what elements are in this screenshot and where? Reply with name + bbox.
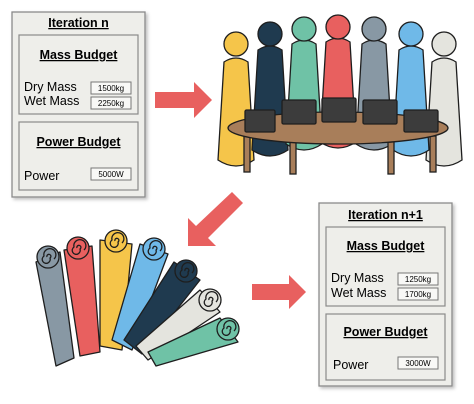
power-value-box-n1: [397, 356, 439, 370]
iteration-n1-power-budget: Power Budget Power 3000W: [325, 313, 446, 381]
power-value-box: [90, 167, 132, 181]
iteration-n-title: Iteration n: [48, 16, 108, 30]
power-budget-title-n1: Power Budget: [343, 325, 428, 339]
dry-mass-value-box-n1: [397, 272, 439, 286]
iteration-n1-panel: Iteration n+1 Mass Budget Dry Mass 1250k…: [318, 202, 453, 387]
power-budget-title: Power Budget: [36, 135, 121, 149]
laptop-4: [362, 99, 398, 125]
mass-budget-title-n1: Mass Budget: [347, 239, 426, 253]
arrows: [155, 82, 306, 309]
iteration-n1-mass-budget: Mass Budget Dry Mass 1250kg Wet Mass 170…: [325, 226, 446, 307]
arrow-right-bottom: [252, 275, 306, 309]
mass-budget-title: Mass Budget: [40, 48, 119, 62]
banner-gray: [35, 245, 75, 367]
wet-mass-value: 2250kg: [98, 99, 124, 108]
laptop-1: [244, 109, 276, 133]
wet-mass-value-box: [90, 96, 132, 110]
wet-mass-label: Wet Mass: [24, 94, 79, 108]
wet-mass-label-n1: Wet Mass: [331, 286, 386, 300]
banner-blue: [111, 237, 169, 351]
dry-mass-value: 1500kg: [98, 84, 124, 93]
banner-red: [63, 236, 101, 357]
banner-white: [135, 288, 222, 361]
laptop-3: [321, 97, 357, 123]
laptop-5: [403, 109, 439, 133]
laptop-2: [281, 99, 317, 125]
power-label-n1: Power: [333, 358, 368, 372]
wet-mass-value-box-n1: [397, 287, 439, 301]
arrow-right-top: [155, 82, 212, 118]
banner-teal: [147, 317, 240, 367]
team-meeting-illustration: [217, 14, 463, 175]
iteration-n-panel: Iteration n Mass Budget Dry Mass 1500kg …: [11, 11, 146, 198]
dry-mass-label: Dry Mass: [24, 80, 77, 94]
power-label: Power: [24, 169, 59, 183]
arrow-diagonal: [188, 192, 243, 246]
power-value: 5000W: [98, 170, 124, 179]
iteration-n-mass-budget: Mass Budget Dry Mass 1500kg Wet Mass 225…: [18, 34, 139, 115]
dry-mass-value-n1: 1250kg: [405, 275, 431, 284]
dry-mass-value-box: [90, 81, 132, 95]
dry-mass-label-n1: Dry Mass: [331, 271, 384, 285]
laptops: [244, 97, 439, 133]
iteration-n1-title: Iteration n+1: [348, 208, 423, 222]
rolled-banner-fan: [35, 229, 240, 367]
power-value-n1: 3000W: [405, 359, 431, 368]
wet-mass-value-n1: 1700kg: [405, 290, 431, 299]
iteration-n-power-budget: Power Budget Power 5000W: [18, 121, 139, 191]
banner-navy: [123, 259, 201, 355]
